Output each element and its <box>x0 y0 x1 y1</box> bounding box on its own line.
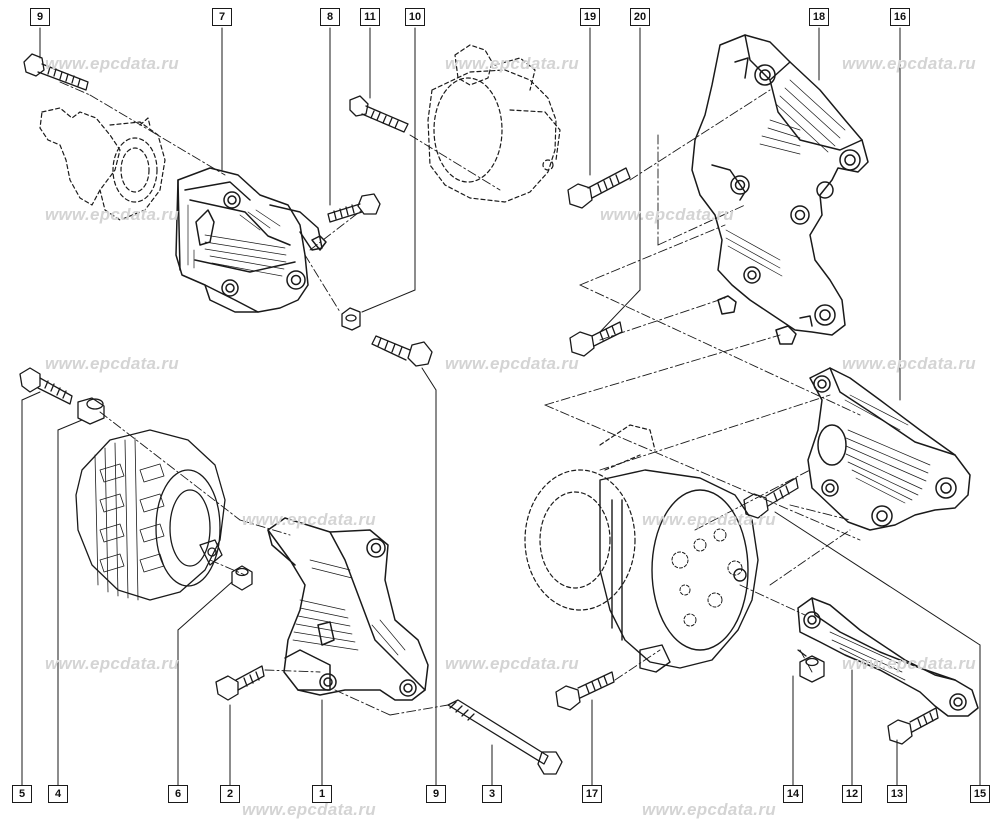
callout-15: 15 <box>970 785 990 803</box>
bolt-17 <box>555 671 615 711</box>
bolt-2 <box>215 665 265 701</box>
watermark-text: www.epcdata.ru <box>842 654 976 673</box>
callout-9-top: 9 <box>30 8 50 26</box>
callout-5: 5 <box>12 785 32 803</box>
callout-10: 10 <box>405 8 425 26</box>
callout-12: 12 <box>842 785 862 803</box>
callout-13: 13 <box>887 785 907 803</box>
bolt-13 <box>887 707 939 745</box>
bolt-9-centre <box>371 335 433 367</box>
callout-3: 3 <box>482 785 502 803</box>
callout-1: 1 <box>312 785 332 803</box>
callout-9-bottom: 9 <box>426 785 446 803</box>
watermark-text: www.epcdata.ru <box>45 654 179 673</box>
callout-14: 14 <box>783 785 803 803</box>
alignment-lines <box>59 81 861 716</box>
watermark-text: www.epcdata.ru <box>242 510 376 529</box>
bolt-3 <box>447 699 563 775</box>
bracket-16 <box>807 367 971 531</box>
watermark-text: www.epcdata.ru <box>445 654 579 673</box>
watermark-text: www.epcdata.ru <box>45 205 179 224</box>
nut-6 <box>231 565 253 591</box>
watermark-text: www.epcdata.ru <box>842 354 976 373</box>
watermark-text: www.epcdata.ru <box>445 354 579 373</box>
callout-11: 11 <box>360 8 380 26</box>
callout-19: 19 <box>580 8 600 26</box>
watermark-text: www.epcdata.ru <box>45 54 179 73</box>
bracket-1 <box>267 517 429 701</box>
callout-4: 4 <box>48 785 68 803</box>
strut-12 <box>797 597 979 717</box>
watermark-text: www.epcdata.ru <box>600 205 734 224</box>
watermark-text: www.epcdata.ru <box>45 354 179 373</box>
alternator <box>75 429 226 601</box>
starter-ghost <box>427 44 561 203</box>
callout-7: 7 <box>212 8 232 26</box>
bolt-8 <box>327 193 381 223</box>
callout-8: 8 <box>320 8 340 26</box>
watermark-text: www.epcdata.ru <box>642 800 776 819</box>
pump-housing-ghost <box>39 107 166 221</box>
watermark-text: www.epcdata.ru <box>842 54 976 73</box>
callout-20: 20 <box>630 8 650 26</box>
leader-lines <box>21 27 981 786</box>
watermark-text: www.epcdata.ru <box>242 800 376 819</box>
bolt-11 <box>349 95 409 133</box>
callout-6: 6 <box>168 785 188 803</box>
compressor <box>599 469 759 673</box>
spacer-4 <box>77 397 105 425</box>
bolt-15 <box>743 477 799 519</box>
nut-14 <box>797 649 825 683</box>
bolt-20 <box>569 321 623 357</box>
bolt-9-top <box>23 53 89 91</box>
bracket-7 <box>175 167 327 313</box>
callout-17: 17 <box>582 785 602 803</box>
bolt-19 <box>567 167 631 209</box>
compressor-ghost <box>524 424 656 611</box>
nut-10 <box>341 307 361 331</box>
callout-2: 2 <box>220 785 240 803</box>
watermark-text: www.epcdata.ru <box>445 54 579 73</box>
bracket-18 <box>691 34 869 345</box>
watermark-text: www.epcdata.ru <box>642 510 776 529</box>
bolt-5 <box>19 367 73 405</box>
callout-18: 18 <box>809 8 829 26</box>
callout-16: 16 <box>890 8 910 26</box>
